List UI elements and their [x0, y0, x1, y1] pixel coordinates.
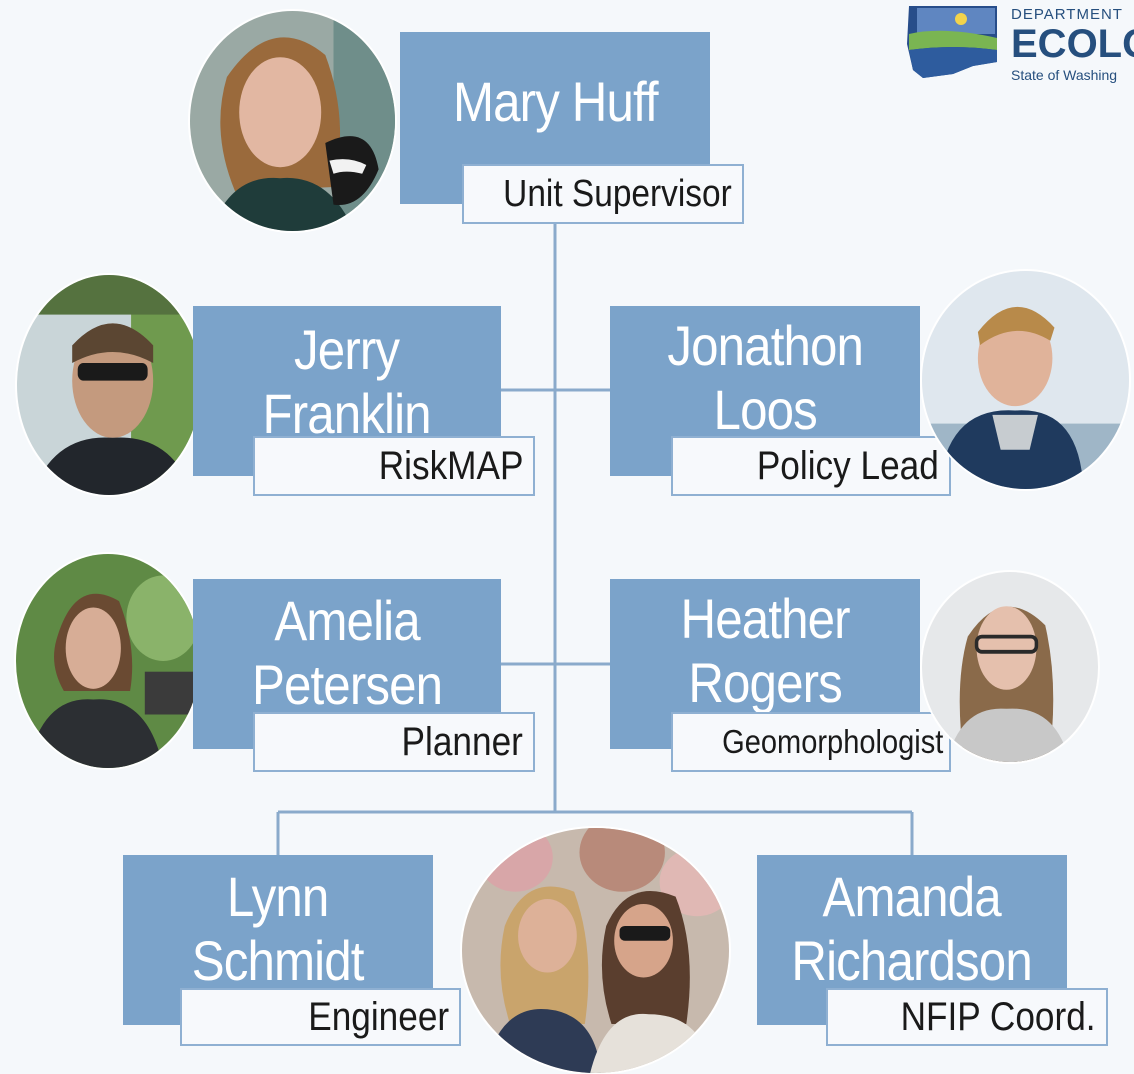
member-title-heather-rogers: Geomorphologist [721, 723, 943, 760]
member-title-amelia-petersen: Planner [401, 719, 523, 764]
member-name-jerry-franklin: Jerry Franklin [262, 318, 432, 445]
member-name-heather-rogers: Heather Rogers [680, 587, 850, 714]
member-name-lynn-schmidt: Lynn Schmidt [192, 865, 365, 992]
member-title-box-lynn-schmidt: Engineer [180, 988, 461, 1046]
member-title-lynn-schmidt: Engineer [308, 994, 449, 1039]
logo-line-state: State of Washing [1011, 67, 1118, 83]
member-title-box-jonathon-loos: Policy Lead [671, 436, 951, 496]
member-name-box-amanda-richardson: Amanda Richardson [757, 855, 1067, 1025]
member-title-box-amanda-richardson: NFIP Coord. [826, 988, 1108, 1046]
member-name-amelia-petersen: Amelia Petersen [251, 589, 443, 716]
member-title-box-heather-rogers: Geomorphologist [671, 712, 951, 772]
supervisor-title: Unit Supervisor [503, 172, 732, 215]
washington-state-logo-icon [907, 6, 997, 78]
avatar-lynn-and-amanda [462, 828, 729, 1073]
avatar-jonathon-loos [922, 271, 1129, 489]
member-name-amanda-richardson: Amanda Richardson [791, 865, 1033, 992]
member-title-jonathon-loos: Policy Lead [757, 443, 939, 488]
avatar-amelia-petersen [16, 554, 200, 768]
member-title-box-amelia-petersen: Planner [253, 712, 535, 772]
avatar-heather-rogers [922, 572, 1098, 762]
supervisor-title-box: Unit Supervisor [462, 164, 744, 224]
avatar-supervisor [190, 11, 395, 231]
ecology-logo: DEPARTMENT ECOLOG State of Washing [903, 4, 1134, 84]
member-name-jonathon-loos: Jonathon Loos [667, 314, 864, 441]
logo-line-department: DEPARTMENT [1011, 6, 1123, 23]
member-title-amanda-richardson: NFIP Coord. [901, 994, 1096, 1039]
member-title-jerry-franklin: RiskMAP [378, 443, 523, 488]
logo-line-ecology: ECOLOG [1011, 22, 1134, 66]
member-title-box-jerry-franklin: RiskMAP [253, 436, 535, 496]
supervisor-name: Mary Huff [452, 70, 659, 133]
avatar-jerry-franklin [17, 275, 201, 495]
